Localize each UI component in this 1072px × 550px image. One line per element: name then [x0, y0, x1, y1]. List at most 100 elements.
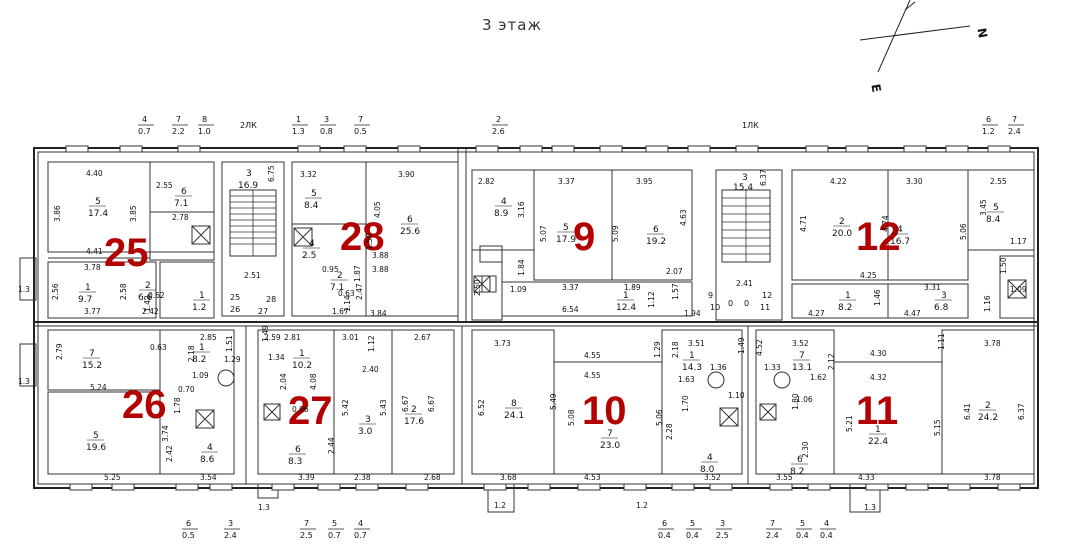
room-area: 1.2	[192, 303, 206, 313]
balcony-area: 2.6	[492, 127, 505, 136]
room-number: 6	[181, 187, 187, 197]
room-area: 8.9	[494, 209, 509, 219]
dimension-label: 5.43	[379, 399, 388, 416]
balcony-number: 2	[496, 115, 501, 124]
balcony-area: 2.5	[716, 531, 729, 540]
dimension-label: 1.36	[710, 363, 727, 372]
dimension-label: 2.59	[264, 333, 281, 342]
room-number: 7	[607, 429, 613, 439]
window	[845, 145, 869, 153]
dimension-label: 0.63	[338, 289, 355, 298]
dimension-label: 1.46	[873, 289, 882, 306]
dimension-label: 1.49	[737, 337, 746, 354]
window	[111, 483, 135, 491]
dimension-label: 3.84	[370, 309, 387, 318]
room-area: 2.5	[302, 251, 316, 261]
door-label-26: 26	[230, 305, 240, 314]
balcony-number: 3	[228, 519, 233, 528]
balcony-area: 0.4	[686, 531, 699, 540]
dimension-label: 0.63	[150, 343, 167, 352]
window	[987, 145, 1011, 153]
door-mark-right: 0	[744, 299, 749, 308]
dimension-label: 1.16	[983, 295, 992, 312]
room-number: 5	[95, 197, 101, 207]
balcony-area: 1.2	[982, 127, 995, 136]
room-area: 8.2	[838, 303, 852, 313]
side-label: 1.3	[18, 377, 30, 386]
window	[271, 483, 295, 491]
door-labels: 25 28 9 12 26 27 10 11 0 0	[230, 291, 772, 316]
room-number: 8	[511, 399, 517, 409]
dimension-label: 1.09	[192, 371, 209, 380]
balcony-number: 1	[296, 115, 301, 124]
room-number: 1	[199, 291, 205, 301]
room-number: 1	[875, 425, 881, 435]
fixtures	[191, 225, 1027, 429]
window	[577, 483, 601, 491]
room-area: 8.3	[288, 457, 302, 467]
apartment-number-12: 12	[856, 215, 901, 259]
dimension-label: 2.30	[801, 441, 810, 458]
balcony-number: 4	[358, 519, 363, 528]
dimension-label: 2.42	[165, 445, 174, 462]
dimension-label: 3.32	[300, 170, 317, 179]
room-area: 8.2	[790, 467, 804, 477]
balcony-area: 1.3	[292, 127, 305, 136]
balcony-number: 4	[142, 115, 147, 124]
dimension-label: 2.18	[187, 345, 196, 362]
dimension-label: 4.25	[860, 271, 877, 280]
dimension-label: 2.78	[172, 213, 189, 222]
balcony-number: 7	[1012, 115, 1017, 124]
balcony-area: 0.5	[354, 127, 367, 136]
room-area: 10.2	[292, 361, 312, 371]
balcony-number: 5	[800, 519, 805, 528]
compass-east-label: E	[868, 83, 883, 94]
window	[343, 145, 367, 153]
room-number: 2	[411, 405, 417, 415]
dimension-label: 6.52	[477, 399, 486, 416]
balcony-number: 4	[824, 519, 829, 528]
dimension-label: 6.37	[1017, 403, 1026, 420]
dimension-label: 6.67	[401, 395, 410, 412]
dimension-label: 3.68	[500, 473, 517, 482]
room-area: 6.8	[934, 303, 949, 313]
stair-2lk-label: 2ЛК	[240, 121, 257, 130]
dimension-label: 1.62	[810, 373, 827, 382]
dimension-label: 1.89	[624, 283, 641, 292]
dimension-label: 3.52	[704, 473, 721, 482]
side-balcony-labels: 1.3 1.3 1.3 1.2 1.2 1.3	[18, 285, 876, 512]
window	[317, 483, 341, 491]
side-label: 1.2	[494, 501, 506, 510]
dimension-label: 5.49	[549, 393, 558, 410]
dimension-label: 1.78	[173, 397, 182, 414]
window	[623, 483, 647, 491]
dimension-label: 4.55	[584, 371, 601, 380]
balcony-area: 2.5	[300, 531, 313, 540]
room-area: 8.4	[986, 215, 1001, 225]
dimension-label: 5.06	[655, 409, 664, 426]
room-number: 1	[623, 291, 629, 301]
dimension-label: 3.54	[200, 473, 217, 482]
dimension-label: 5.06	[959, 223, 968, 240]
dimension-label: 3.51	[688, 339, 705, 348]
room-number: 4	[707, 453, 713, 463]
window	[475, 145, 499, 153]
window	[905, 483, 929, 491]
dimension-label: 6.41	[963, 403, 972, 420]
dimension-label: 0.70	[178, 385, 195, 394]
dimension-label: 4.27	[808, 309, 825, 318]
dimension-label: 2.42	[142, 307, 159, 316]
dimension-label: 4.33	[858, 473, 875, 482]
dimension-label: 4.55	[584, 351, 601, 360]
room-number: 1	[689, 351, 695, 361]
window	[355, 483, 379, 491]
dimension-label: 2.81	[284, 333, 301, 342]
dimension-label: 2.79	[55, 343, 64, 360]
door-label-10: 10	[710, 303, 720, 312]
window	[65, 145, 89, 153]
dimension-label: 2.55	[990, 177, 1007, 186]
room-number: 2	[839, 217, 845, 227]
dimension-label: 5.09	[611, 225, 620, 242]
room-number: 7	[799, 351, 805, 361]
